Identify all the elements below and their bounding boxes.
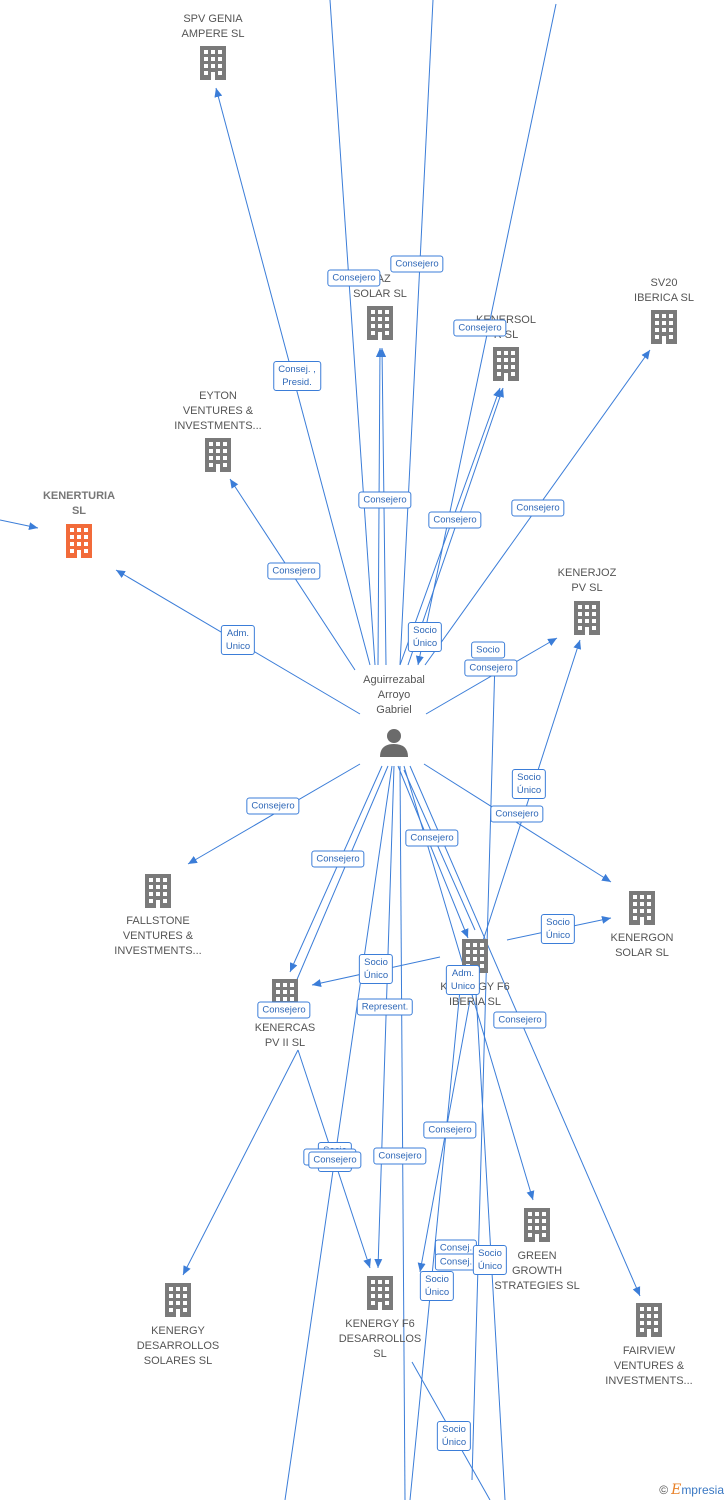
relation-edge-26 — [284, 765, 393, 1500]
relation-edge-22 — [374, 765, 395, 1269]
relation-label: Socio Único — [407, 622, 443, 652]
relation-label: Consejero — [390, 255, 444, 273]
relation-label: Consejero — [423, 1121, 477, 1139]
relation-label: Consejero — [327, 269, 381, 287]
company-building-icon[interactable] — [651, 310, 677, 344]
relation-edge-7 — [399, 0, 434, 666]
person-label[interactable]: Aguirrezabal Arroyo Gabriel — [363, 674, 425, 716]
relation-label: Socio Único — [540, 914, 576, 944]
company-building-icon[interactable] — [145, 874, 171, 908]
company-building-icon[interactable] — [66, 524, 92, 558]
relation-label: Consejero — [490, 805, 544, 823]
empresia-logo: ©Empresia — [659, 1482, 724, 1498]
company-label-fallstone[interactable]: FALLSTONE VENTURES & INVESTMENTS... — [114, 915, 202, 957]
company-label-kenercas[interactable]: KENERCAS PV II SL — [254, 1022, 316, 1049]
relation-label: Consej. — [434, 1253, 478, 1271]
relation-edge-25 — [409, 765, 641, 1297]
relation-edge-18 — [283, 765, 389, 1011]
icons-layer — [66, 46, 677, 1337]
relation-label: Consejero — [453, 319, 507, 337]
relation-label: Adm. Unico — [220, 625, 256, 655]
relation-edge-6 — [329, 0, 376, 666]
company-label-sv20[interactable]: SV20 IBERICA SL — [634, 277, 694, 304]
relation-label: Consejero — [246, 797, 300, 815]
company-building-icon[interactable] — [200, 46, 226, 80]
company-building-icon[interactable] — [367, 1276, 393, 1310]
company-label-spv-genia[interactable]: SPV GENIA AMPERE SL — [181, 13, 245, 40]
relation-edge-15 — [423, 763, 612, 883]
person-icon[interactable] — [380, 729, 408, 757]
company-building-icon[interactable] — [524, 1208, 550, 1242]
company-building-icon[interactable] — [636, 1303, 662, 1337]
relation-label: Consejero — [257, 1001, 311, 1019]
company-building-icon[interactable] — [629, 891, 655, 925]
relation-label: Socio Único — [472, 1245, 508, 1275]
company-building-icon[interactable] — [205, 438, 231, 472]
company-label-kenerturia[interactable]: KENERTURIA SL — [42, 490, 116, 517]
relation-label: Consejero — [511, 499, 565, 517]
company-building-icon[interactable] — [574, 601, 600, 635]
relation-label: Socio Único — [419, 1271, 455, 1301]
relation-label: Represent. — [356, 998, 414, 1016]
company-label-eyton[interactable]: EYTON VENTURES & INVESTMENTS... — [174, 390, 262, 432]
relation-label: Socio Único — [511, 769, 547, 799]
company-building-icon[interactable] — [493, 347, 519, 381]
relation-label: Consejero — [373, 1147, 427, 1165]
relation-label: Socio Único — [358, 954, 394, 984]
relation-label: Consejero — [405, 829, 459, 847]
relation-label: Consejero — [493, 1011, 547, 1029]
relation-label: Consejero — [267, 562, 321, 580]
company-label-kenerjoz[interactable]: KENERJOZ PV SL — [557, 567, 617, 594]
relation-label: Consejero — [358, 491, 412, 509]
company-building-icon[interactable] — [367, 306, 393, 340]
company-label-green-growth[interactable]: GREEN GROWTH STRATEGIES SL — [494, 1250, 580, 1292]
relation-edge-16 — [403, 769, 476, 931]
relation-edge-29 — [471, 659, 496, 1481]
relation-label: Socio Único — [436, 1421, 472, 1451]
relation-edge-30 — [474, 974, 506, 1500]
relation-edge-17 — [289, 765, 383, 973]
relation-label: Socio — [471, 641, 505, 659]
relation-edge-11 — [0, 519, 39, 531]
relation-label: Consejero — [464, 659, 518, 677]
relation-label: Consejero — [308, 1151, 362, 1169]
relation-label: Adm. Unico — [445, 965, 481, 995]
company-label-kenergy-desarrollos[interactable]: KENERGY DESARROLLOS SOLARES SL — [136, 1325, 220, 1367]
relation-label: Consej. , Presid. — [273, 361, 321, 391]
relation-label: Consejero — [311, 850, 365, 868]
relation-edge-23 — [399, 765, 406, 1500]
relation-label: Consejero — [428, 511, 482, 529]
relation-edge-27 — [182, 1049, 299, 1276]
company-label-kenergon[interactable]: KENERGON SOLAR SL — [610, 932, 674, 959]
company-building-icon[interactable] — [165, 1283, 191, 1317]
company-label-kenergy-f6-desarrollos[interactable]: KENERGY F6 DESARROLLOS SL — [338, 1318, 422, 1360]
relation-edge-19 — [397, 765, 469, 939]
company-label-fairview[interactable]: FAIRVIEW VENTURES & INVESTMENTS... — [605, 1345, 693, 1387]
